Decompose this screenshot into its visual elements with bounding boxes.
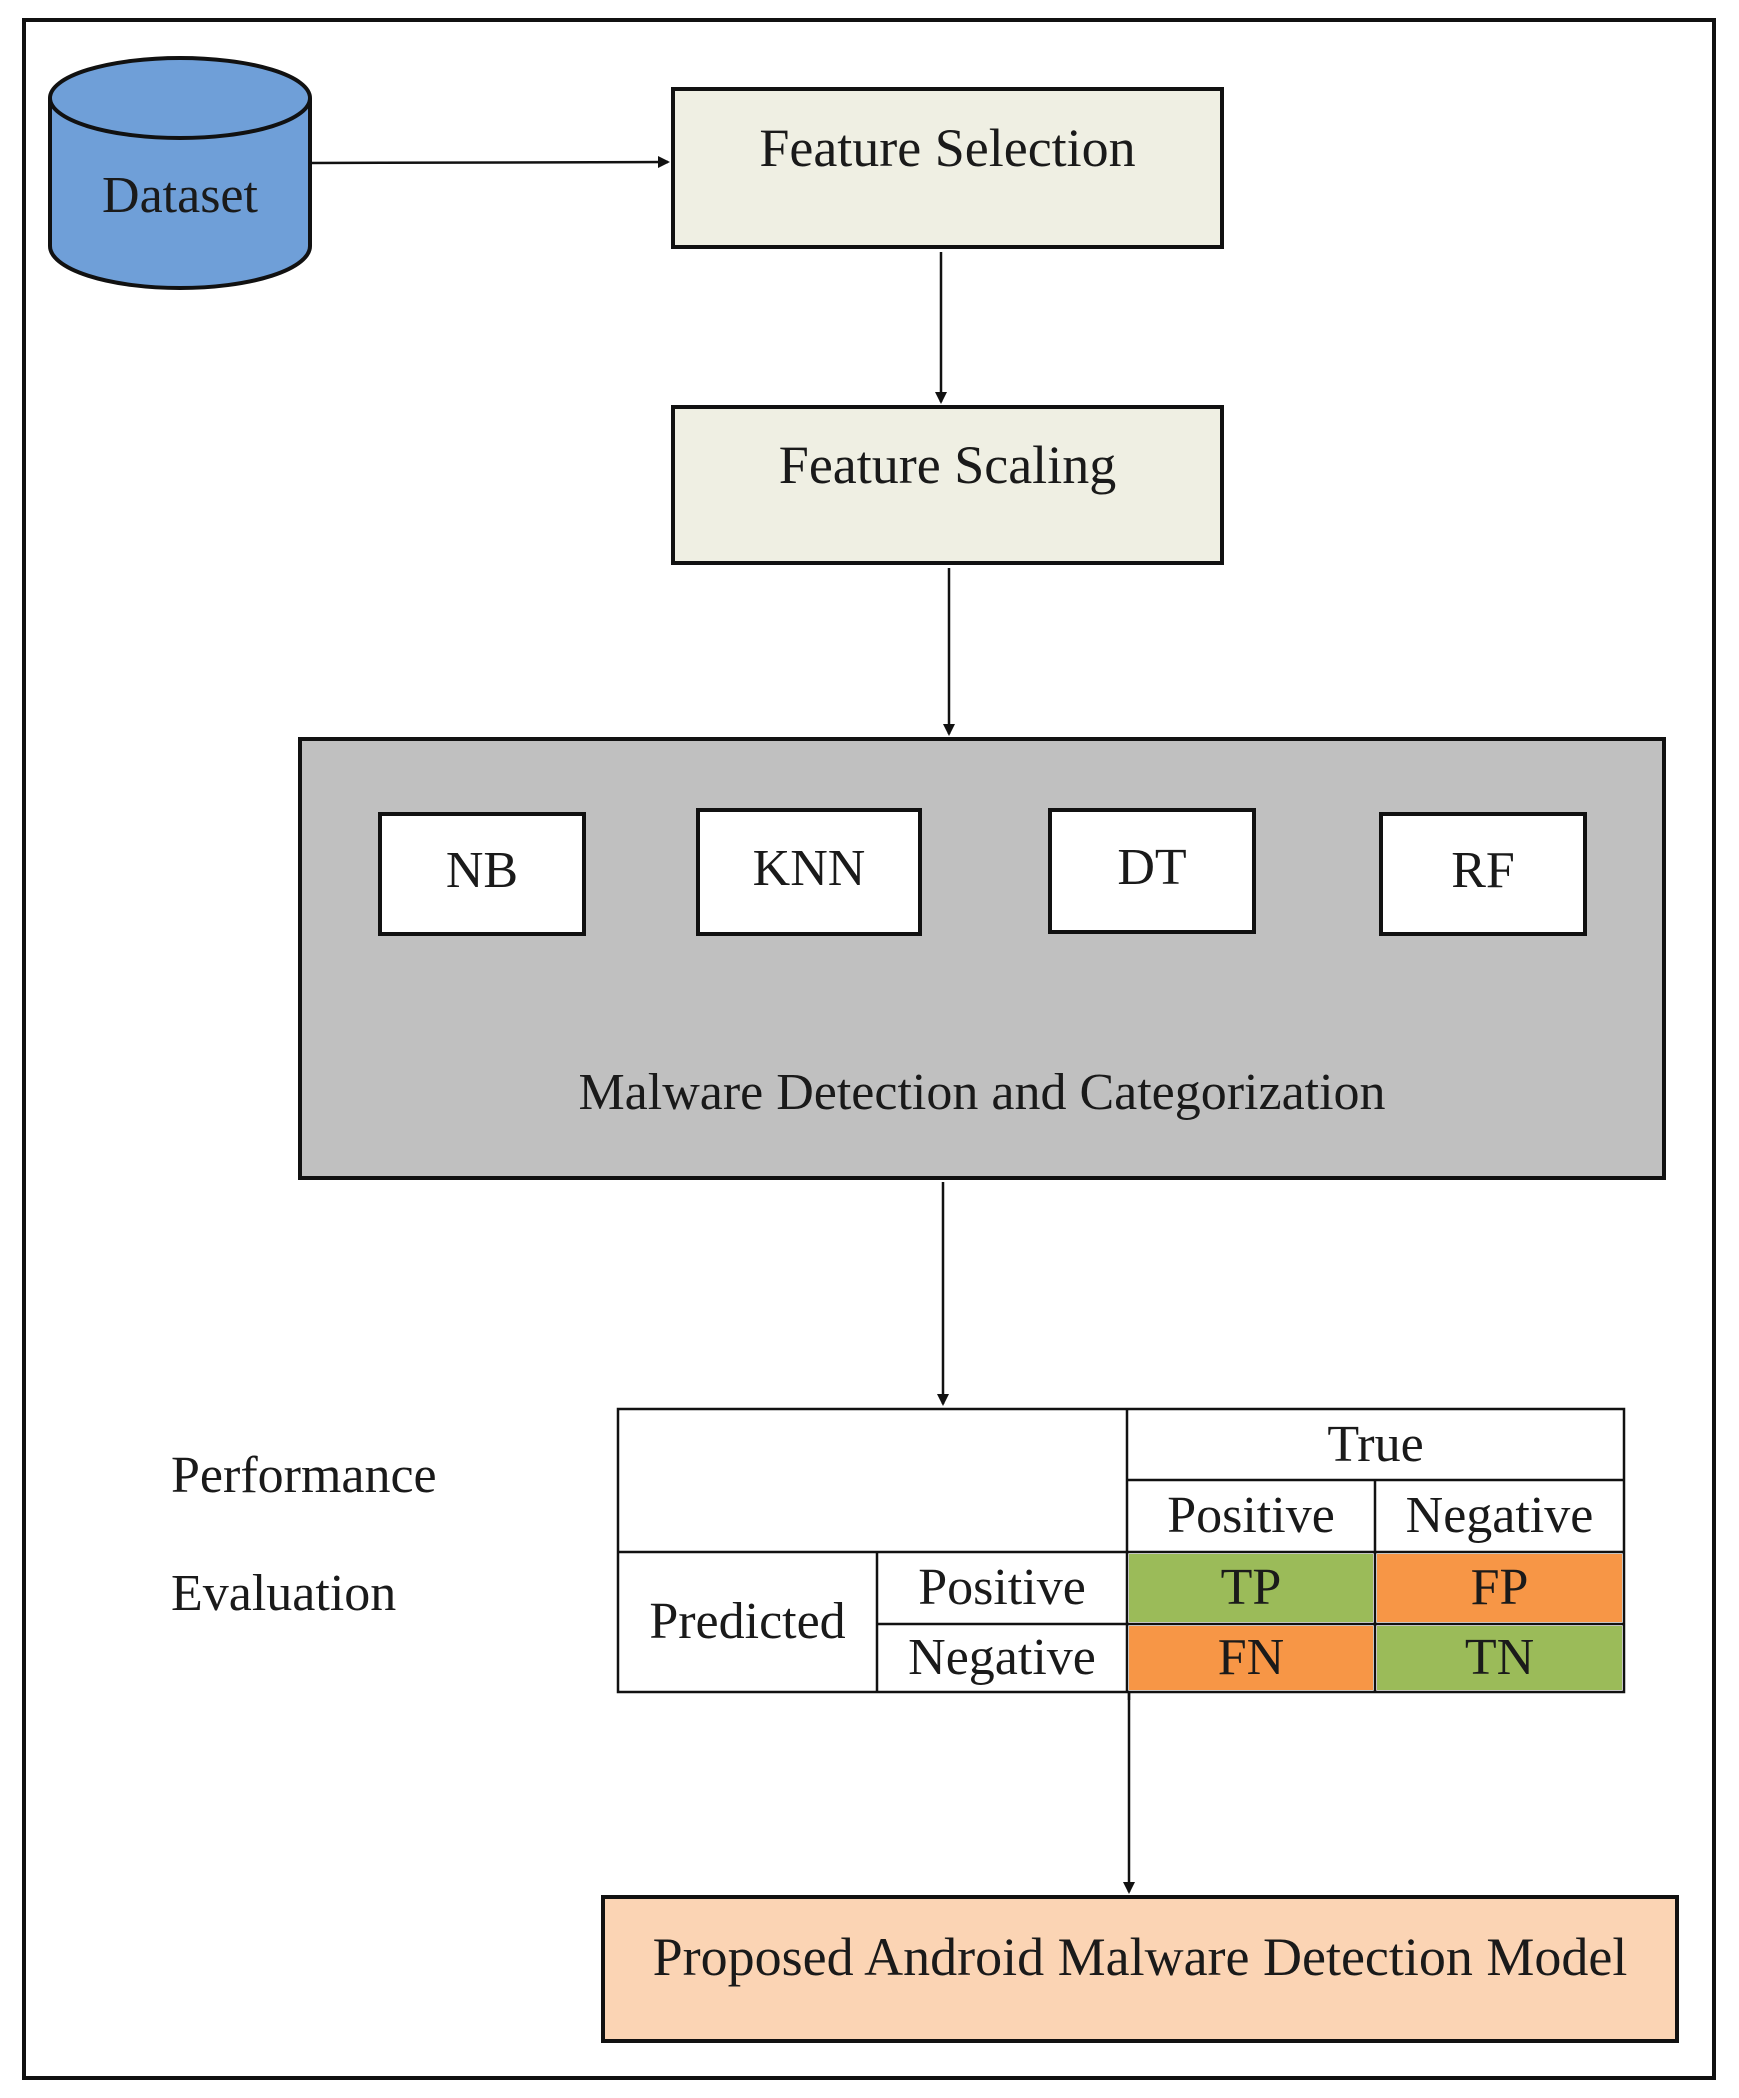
confusion-matrix-grid <box>616 1407 1626 1694</box>
column-header-positive: Positive <box>1167 1487 1335 1544</box>
algorithm-label: RF <box>1451 841 1515 899</box>
row-header-positive: Positive <box>918 1559 1086 1616</box>
true-header: True <box>1327 1415 1424 1473</box>
cell-true-negative: TN <box>1377 1626 1622 1690</box>
algorithm-box-knn: KNN <box>696 808 922 936</box>
algorithm-label: KNN <box>752 839 866 897</box>
feature-selection-box: Feature Selection <box>671 87 1224 249</box>
malware-detection-group: Malware Detection and Categorization <box>298 737 1666 1180</box>
algorithm-box-nb: NB <box>378 812 586 936</box>
feature-scaling-box: Feature Scaling <box>671 405 1224 565</box>
algorithm-label: DT <box>1117 838 1187 896</box>
dataset-label: Dataset <box>102 166 258 224</box>
cell-false-positive: FP <box>1377 1554 1622 1622</box>
cell-false-negative: FN <box>1129 1626 1373 1690</box>
dataset-node: Dataset <box>52 140 308 250</box>
row-header-negative: Negative <box>908 1629 1096 1686</box>
evaluation-label: Evaluation <box>171 1565 397 1622</box>
performance-label: Performance <box>171 1447 437 1504</box>
proposed-model-label: Proposed Android Malware Detection Model <box>652 1927 1628 1987</box>
algorithm-box-rf: RF <box>1379 812 1587 936</box>
malware-detection-label: Malware Detection and Categorization <box>578 1064 1386 1121</box>
arrow-dataset-to-feature-selection <box>309 156 670 169</box>
algorithm-box-dt: DT <box>1048 808 1256 934</box>
proposed-model-box: Proposed Android Malware Detection Model <box>601 1895 1679 2043</box>
column-header-negative: Negative <box>1405 1487 1594 1544</box>
feature-scaling-label: Feature Scaling <box>778 435 1117 495</box>
feature-selection-label: Feature Selection <box>759 118 1136 178</box>
figure-frame <box>22 18 1716 2080</box>
algorithm-label: NB <box>445 841 519 899</box>
predicted-label: Predicted <box>649 1593 846 1650</box>
cell-true-positive: TP <box>1129 1554 1373 1622</box>
dataset-cylinder-icon <box>48 56 312 290</box>
